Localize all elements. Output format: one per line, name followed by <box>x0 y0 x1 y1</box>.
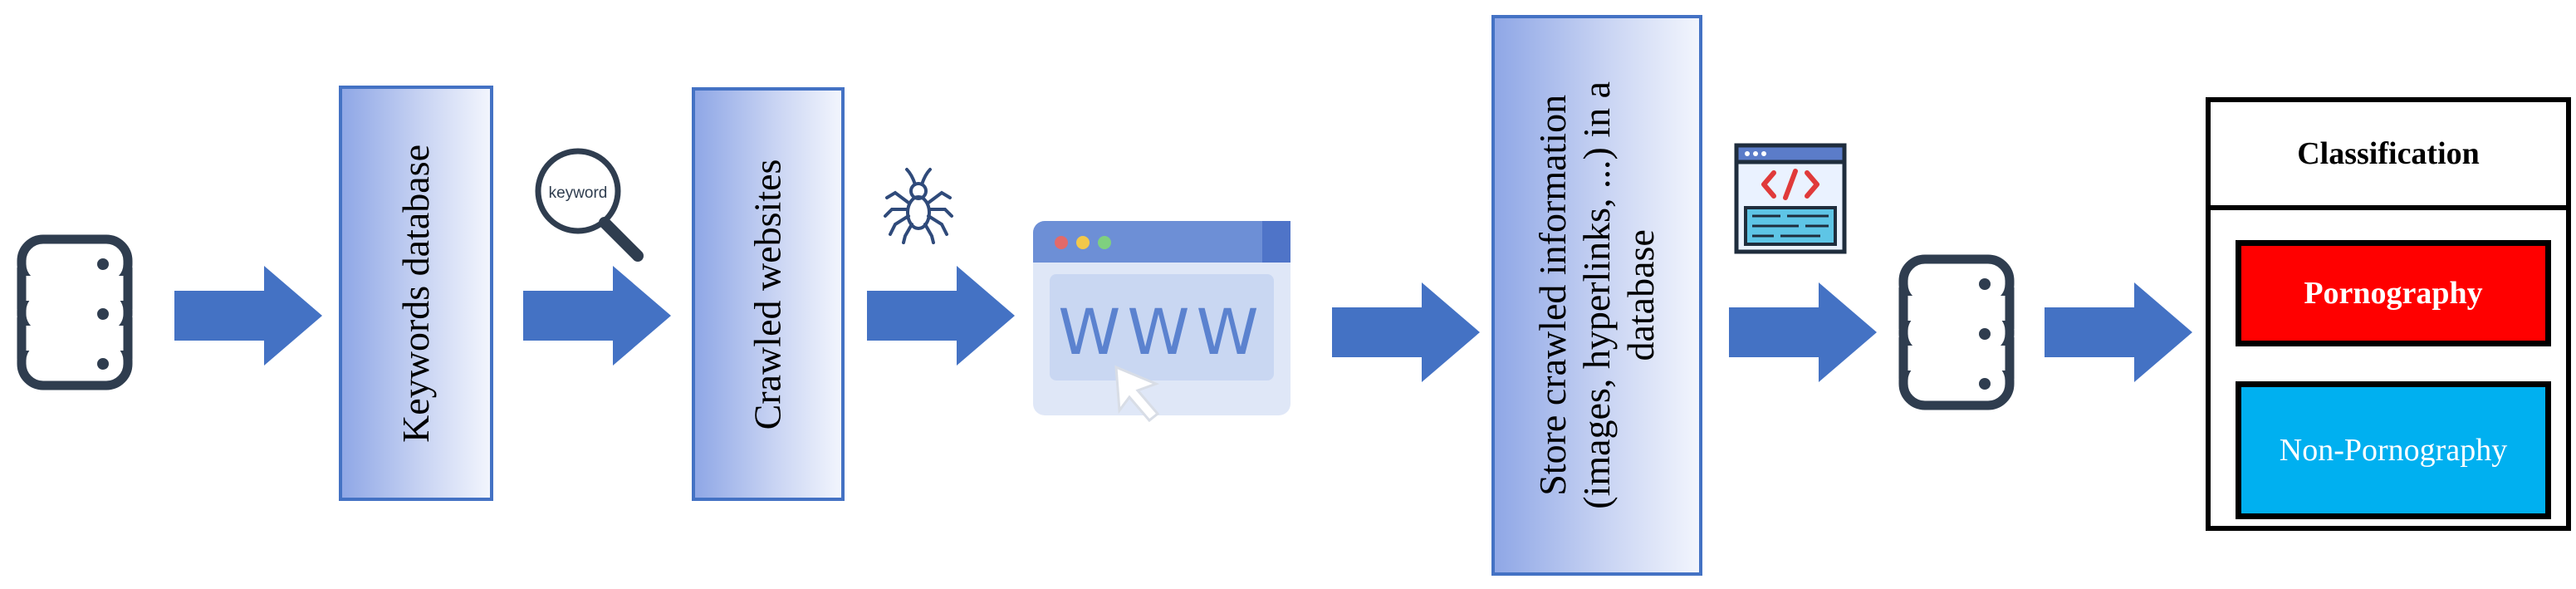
pornography-class-label: Pornography <box>2304 276 2483 311</box>
code-window-icon <box>1734 143 1847 254</box>
store-information-box: Store crawled information (images, hyper… <box>1491 15 1702 576</box>
non-pornography-class-box: Non-Pornography <box>2236 381 2551 519</box>
flow-arrow <box>1332 282 1480 382</box>
flow-arrow <box>2045 282 2192 382</box>
flow-arrow <box>523 266 671 366</box>
crawled-websites-label: Crawled websites <box>746 159 789 429</box>
browser-www-label: WWW <box>1058 295 1265 369</box>
browser-icon: WWW <box>1033 221 1290 423</box>
flow-arrow <box>1729 282 1877 382</box>
crawled-websites-box: Crawled websites <box>692 87 845 501</box>
pornography-class-box: Pornography <box>2236 240 2551 346</box>
store-information-line-1: Store crawled information <box>1530 95 1574 496</box>
classification-title: Classification <box>2211 102 2566 210</box>
flow-arrow <box>867 266 1015 366</box>
database-icon <box>17 234 133 390</box>
store-information-line-2: (images, hyperlinks, ...) in a <box>1574 81 1618 509</box>
non-pornography-class-label: Non-Pornography <box>2279 433 2508 468</box>
database-icon <box>1898 254 2015 410</box>
store-information-line-3: database <box>1619 229 1662 361</box>
magnifier-icon: keyword <box>535 148 644 262</box>
magnifier-keyword-label: keyword <box>549 184 608 202</box>
classification-panel: Classification Pornography Non-Pornograp… <box>2206 97 2571 531</box>
keywords-database-box: Keywords database <box>339 86 493 501</box>
spider-icon <box>884 168 953 244</box>
flow-arrow <box>174 266 322 366</box>
keywords-database-label: Keywords database <box>394 144 437 443</box>
